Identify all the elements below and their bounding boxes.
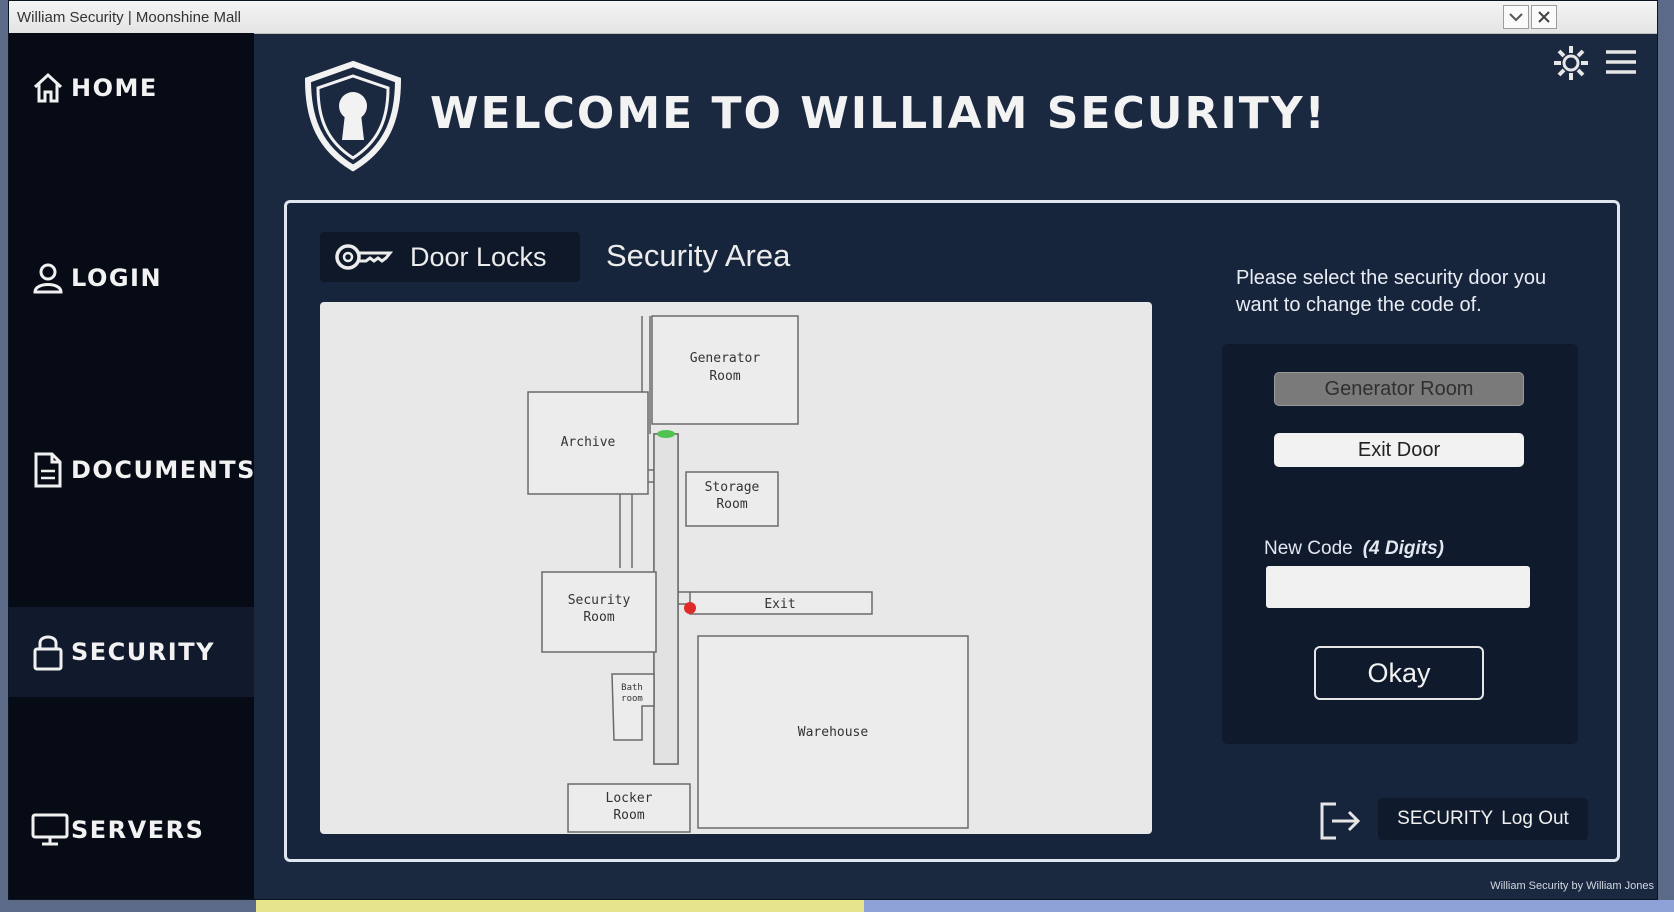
sidebar-item-label: LOGIN	[71, 264, 163, 292]
gear-icon[interactable]	[1552, 44, 1590, 82]
close-button[interactable]	[1531, 5, 1557, 29]
generator-door-marker[interactable]	[657, 430, 675, 438]
instruction-text: Please select the security door you want…	[1236, 267, 1547, 316]
room-bathroom[interactable]	[611, 673, 655, 741]
sidebar-item-servers[interactable]: SERVERS	[9, 785, 254, 875]
new-code-input[interactable]	[1266, 566, 1530, 608]
door-selection-panel: Generator Room Exit Door New Code (4 Digi…	[1222, 344, 1578, 744]
okay-button[interactable]: Okay	[1314, 646, 1484, 700]
sidebar-item-label: SECURITY	[71, 638, 215, 666]
exit-door-marker[interactable]	[684, 602, 696, 614]
shield-logo-icon	[304, 60, 402, 172]
sidebar-item-documents[interactable]: DOCUMENTS	[9, 425, 254, 515]
new-code-hint: (4 Digits)	[1362, 538, 1444, 559]
new-code-label-text: New Code	[1264, 538, 1353, 559]
footer-credit: William Security by William Jones	[1490, 880, 1654, 892]
tab-door-locks[interactable]: Door Locks	[320, 232, 580, 282]
title-bar: William Security | Moonshine Mall	[9, 1, 1657, 34]
user-icon	[33, 263, 63, 294]
document-icon	[34, 452, 62, 488]
hamburger-menu-icon[interactable]	[1604, 48, 1638, 76]
sidebar-item-login[interactable]: LOGIN	[9, 233, 254, 323]
monitor-icon	[31, 813, 69, 846]
room-warehouse[interactable]	[697, 635, 969, 829]
sidebar-item-label: DOCUMENTS	[71, 456, 256, 484]
logout-label: Log Out	[1501, 808, 1569, 829]
sidebar-item-label: SERVERS	[71, 816, 205, 844]
logout-icon[interactable]	[1318, 800, 1364, 842]
room-label: Archive	[561, 435, 616, 450]
sidebar-item-label: HOME	[71, 74, 158, 102]
sidebar: HOME LOGIN DOCUMENTS SECURITY	[9, 33, 254, 899]
desktop-background-strip	[864, 900, 1674, 912]
new-code-label: New Code (4 Digits)	[1264, 538, 1444, 560]
key-icon	[335, 244, 394, 270]
door-option-generator-room[interactable]: Generator Room	[1274, 372, 1524, 406]
door-option-exit-door[interactable]: Exit Door	[1274, 433, 1524, 467]
room-storage[interactable]	[685, 471, 779, 527]
sidebar-item-security[interactable]: SECURITY	[9, 607, 254, 697]
home-icon	[33, 72, 63, 103]
desktop-background-strip	[256, 900, 864, 912]
lock-icon	[33, 635, 63, 671]
tab-door-locks-label: Door Locks	[410, 241, 547, 272]
close-icon	[1538, 11, 1550, 23]
page-title: WELCOME TO WILLIAM SECURITY!	[430, 88, 1327, 139]
session-user: SECURITY	[1397, 808, 1494, 829]
minimize-button[interactable]	[1503, 5, 1529, 29]
room-security[interactable]	[541, 571, 657, 653]
room-generator[interactable]	[651, 315, 799, 425]
tab-security-area[interactable]: Security Area	[606, 238, 791, 273]
room-locker[interactable]	[567, 783, 691, 833]
chevron-down-icon	[1509, 13, 1523, 22]
room-label: Warehouse	[798, 725, 869, 740]
window-title: William Security | Moonshine Mall	[17, 9, 241, 26]
sidebar-item-home[interactable]: HOME	[9, 43, 254, 133]
logout-bar[interactable]: SECURITY Log Out	[1378, 798, 1588, 840]
room-label: Exit	[764, 597, 795, 612]
room-archive[interactable]	[527, 391, 649, 495]
